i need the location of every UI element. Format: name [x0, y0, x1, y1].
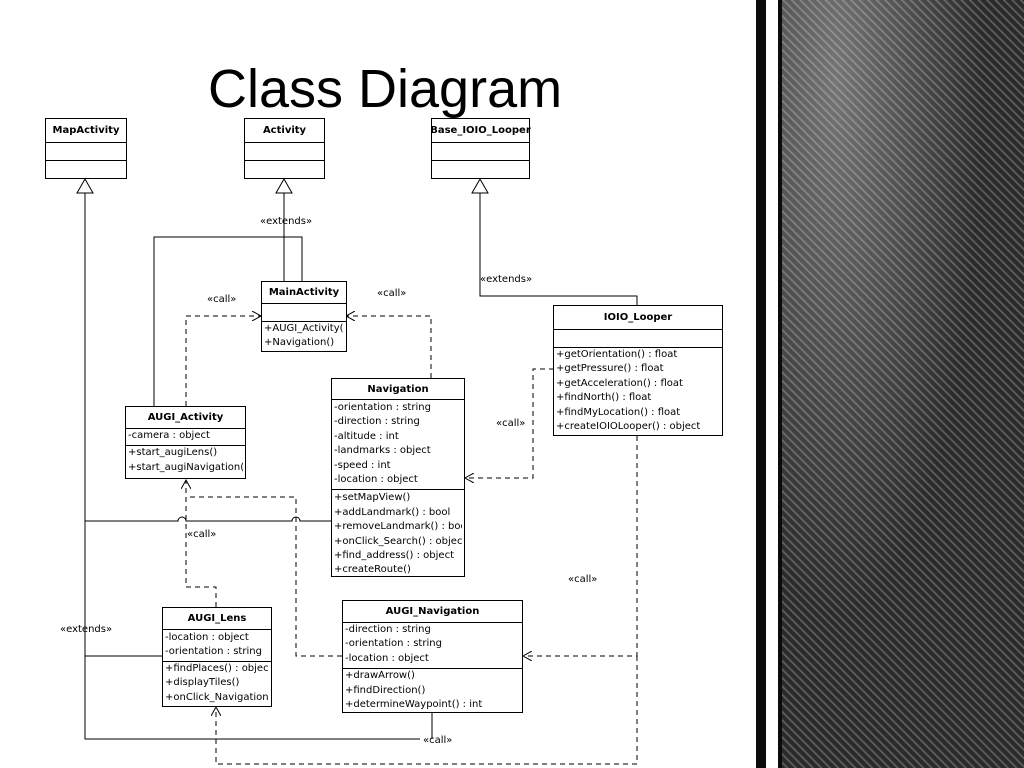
attributes-section: -camera : object [126, 429, 245, 447]
call-augiactivity-to-main [185, 316, 261, 406]
class-name: AUGI_Navigation [343, 601, 522, 623]
class-ioio-looper: IOIO_Looper +getOrientation() : float +g… [553, 305, 723, 436]
methods-section: +start_augiLens() +start_augiNavigation(… [126, 446, 245, 476]
label-call-augiactivity-main: «call» [207, 294, 237, 305]
method: +find_address() : object [334, 549, 454, 561]
method: +addLandmark() : bool [334, 506, 451, 518]
methods-section: +findPlaces() : object +displayTiles() +… [163, 662, 271, 706]
attributes-section [46, 143, 126, 161]
class-name: Activity [245, 119, 324, 143]
attributes-section: -location : object -orientation : string [163, 630, 271, 662]
label-call-bottom: «call» [423, 735, 453, 746]
relations-layer [76, 177, 638, 765]
panel-stripe [778, 0, 782, 768]
method: +setMapView() [334, 492, 411, 504]
attribute: -location : object [345, 652, 429, 664]
class-mapactivity: MapActivity [45, 118, 127, 179]
method: +createRoute() [334, 564, 411, 576]
attribute: -orientation : string [334, 402, 431, 413]
label-extends-activity: «extends» [260, 216, 313, 227]
page-title: Class Diagram [208, 59, 563, 119]
method: +findNorth() : float [556, 392, 652, 404]
class-name: MainActivity [262, 282, 346, 304]
class-augi-lens: AUGI_Lens -location : object -orientatio… [162, 607, 272, 707]
extends-navigation-to-map [85, 516, 331, 522]
methods-section: +setMapView() +addLandmark() : bool +rem… [332, 490, 464, 578]
call-navigation-to-main [346, 316, 432, 378]
method: +onClick_Navigation() [165, 691, 269, 703]
label-call-lens-augiactivity: «call» [187, 529, 217, 540]
call-lens-to-augiactivity [186, 480, 217, 607]
methods-section: +drawArrow() +findDirection() +determine… [343, 669, 522, 713]
class-mainactivity: MainActivity +AUGI_Activity() +Navigatio… [261, 281, 347, 352]
class-name: AUGI_Lens [163, 608, 271, 630]
method: +start_augiNavigation() [128, 461, 243, 473]
method: +removeLandmark() : bool [334, 521, 462, 533]
method: +onClick_Search() : object [334, 535, 462, 547]
extends-augiactivity-to-activity [153, 236, 303, 406]
label-extends-ioio: «extends» [480, 274, 533, 285]
class-name: IOIO_Looper [554, 306, 722, 330]
class-name: Base_IOIO_Looper [430, 119, 531, 143]
attribute: -landmarks : object [334, 445, 431, 457]
decorative-carbon-panel [756, 0, 1024, 768]
label-call-navigation-main: «call» [377, 288, 407, 299]
class-navigation: Navigation -orientation : string -direct… [331, 378, 465, 577]
attribute: -location : object [165, 632, 249, 643]
attribute: -orientation : string [345, 638, 442, 650]
extends-ioio-to-base [479, 193, 638, 305]
method: +getOrientation() : float [556, 349, 678, 360]
class-name: Navigation [332, 379, 464, 400]
attribute: -speed : int [334, 459, 391, 471]
attribute: -direction : string [345, 624, 431, 635]
call-ioio-to-navigation [465, 368, 554, 478]
call-ioio-to-augilens [216, 656, 638, 765]
attributes-section [245, 143, 324, 161]
generalization-triangle-map [76, 177, 94, 194]
class-augi-activity: AUGI_Activity -camera : object +start_au… [125, 406, 246, 479]
class-name: AUGI_Activity [126, 407, 245, 429]
methods-section [46, 161, 126, 178]
class-base-ioio-looper: Base_IOIO_Looper [430, 118, 531, 179]
call-auginav-to-augiactivity [186, 496, 342, 657]
methods-section [432, 161, 529, 178]
generalization-triangle-activity [275, 177, 293, 194]
method: +determineWaypoint() : int [345, 698, 483, 710]
attribute: -direction : string [334, 416, 420, 428]
attributes-section: -direction : string -orientation : strin… [343, 623, 522, 670]
method: +start_augiLens() [128, 447, 218, 459]
attribute: -altitude : int [334, 430, 399, 442]
attributes-section [554, 330, 722, 348]
attributes-section: -orientation : string -direction : strin… [332, 400, 464, 491]
method: +findPlaces() : object [165, 662, 269, 674]
attribute: -location : object [334, 473, 418, 485]
method: +drawArrow() [345, 670, 415, 682]
label-extends-map: «extends» [60, 624, 113, 635]
method: +getAcceleration() : float [556, 377, 683, 389]
label-call-ioio-auginavigation: «call» [568, 574, 598, 585]
class-name: MapActivity [46, 119, 126, 143]
methods-section: +AUGI_Activity() +Navigation() [262, 322, 346, 352]
attributes-section [432, 143, 529, 161]
call-ioio-to-auginavigation [523, 436, 638, 656]
generalization-triangle-base [471, 177, 489, 194]
method: +createIOIOLooper() : object [556, 420, 701, 432]
class-augi-navigation: AUGI_Navigation -direction : string -ori… [342, 600, 523, 713]
attribute: -orientation : string [165, 646, 262, 658]
attributes-section [262, 304, 346, 322]
methods-section [245, 161, 324, 178]
method: +findMyLocation() : float [556, 406, 681, 418]
extends-map-trunk [84, 193, 420, 740]
label-call-ioio-navigation: «call» [496, 418, 526, 429]
method: +displayTiles() [165, 677, 240, 689]
attribute: -camera : object [128, 430, 210, 441]
methods-section: +getOrientation() : float +getPressure()… [554, 348, 722, 435]
method: +Navigation() [264, 337, 335, 349]
class-activity: Activity [244, 118, 325, 179]
method: +findDirection() [345, 684, 426, 696]
method: +AUGI_Activity() [264, 323, 344, 334]
method: +getPressure() : float [556, 363, 664, 375]
